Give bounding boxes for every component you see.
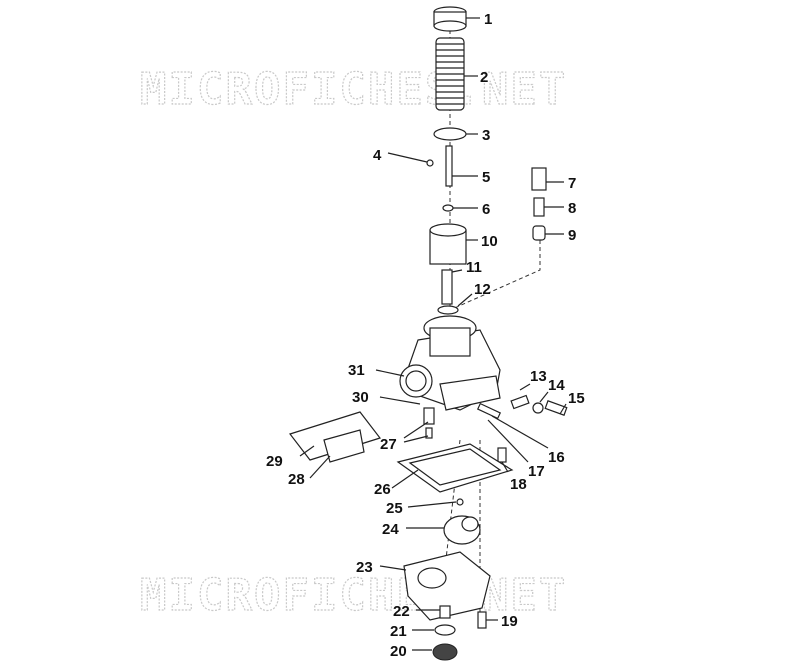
callout-29: 29 (266, 453, 283, 470)
part-22-drain-screw (439, 605, 451, 619)
part-12-ring (437, 305, 459, 315)
callout-24: 24 (382, 521, 399, 538)
callout-26: 26 (374, 481, 391, 498)
part-13-15-air-screw (510, 394, 568, 416)
part-27-jets (423, 407, 435, 439)
part-6-washer (442, 204, 454, 212)
part-21-o-ring (434, 624, 456, 636)
callout-9: 9 (568, 227, 576, 244)
callout-23: 23 (356, 559, 373, 576)
callout-22: 22 (393, 603, 410, 620)
part-5-needle (445, 145, 453, 187)
callout-1: 1 (484, 11, 492, 28)
part-11-needle-jet (441, 269, 453, 305)
part-26-inner (408, 448, 502, 486)
part-28-29-plate (289, 411, 381, 463)
callout-16: 16 (548, 449, 565, 466)
leader-lines (299, 17, 567, 651)
callout-19: 19 (501, 613, 518, 630)
part-8-nut (533, 197, 545, 217)
part-20-plug (432, 643, 458, 661)
part-16-pilot-jet (476, 402, 502, 420)
callout-10: 10 (481, 233, 498, 250)
centerline-cable (449, 240, 541, 311)
callout-20: 20 (390, 643, 407, 660)
part-24-float (443, 515, 481, 545)
part-3-plate (433, 127, 467, 141)
part-31-carb-body (399, 315, 501, 411)
callout-4: 4 (373, 147, 382, 164)
part-9-boot (532, 225, 546, 241)
callout-17: 17 (528, 463, 545, 480)
callout-28: 28 (288, 471, 305, 488)
callout-27: 27 (380, 436, 397, 453)
callout-6: 6 (482, 201, 490, 218)
callout-30: 30 (352, 389, 369, 406)
callout-21: 21 (390, 623, 407, 640)
part-25-pin (456, 498, 464, 506)
callout-7: 7 (568, 175, 576, 192)
callout-15: 15 (568, 390, 585, 407)
callout-31: 31 (348, 362, 365, 379)
part-23-float-bowl (403, 551, 491, 621)
part-1-cap (433, 6, 467, 32)
part-19-screw (477, 611, 487, 629)
callout-12: 12 (474, 281, 491, 298)
callout-13: 13 (530, 368, 547, 385)
callout-8: 8 (568, 200, 576, 217)
part-2-spring (435, 37, 465, 111)
callout-5: 5 (482, 169, 490, 186)
callout-11: 11 (466, 259, 482, 276)
callout-14: 14 (548, 377, 565, 394)
callout-3: 3 (482, 127, 490, 144)
part-4-clip (426, 159, 434, 167)
part-18-plug (497, 447, 507, 463)
part-10-throttle-slide (429, 223, 467, 265)
callout-2: 2 (480, 69, 488, 86)
watermark-bottom: MICROFICHES.NET (140, 570, 567, 621)
watermark-top: MICROFICHES.NET (140, 64, 567, 115)
callout-18: 18 (510, 476, 527, 493)
part-7-adjuster (531, 167, 547, 191)
callout-25: 25 (386, 500, 403, 517)
